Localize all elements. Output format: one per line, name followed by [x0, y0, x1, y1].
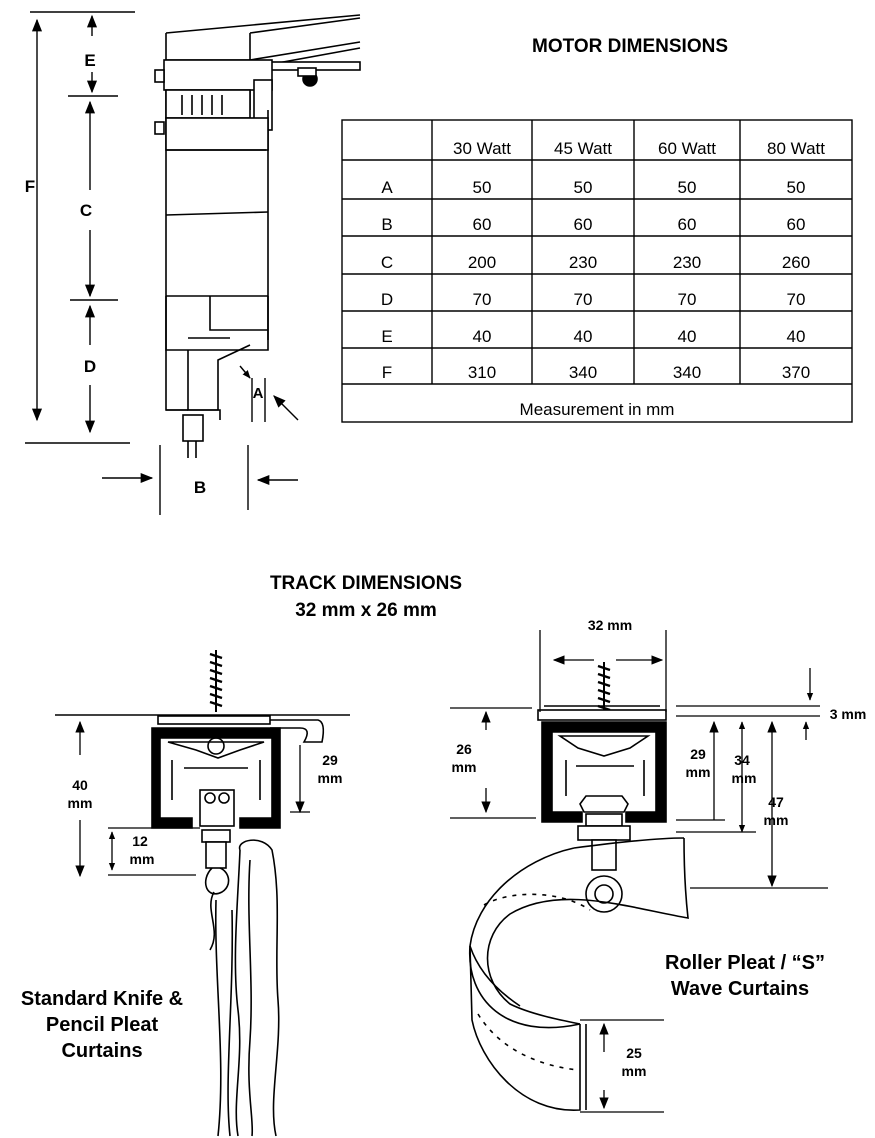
table-cell: 60 [574, 215, 593, 234]
table-cell: 340 [569, 363, 597, 382]
table-cell: 40 [473, 327, 492, 346]
left-height-12-number: 12 [132, 833, 148, 849]
left-height-12-unit: mm [130, 851, 155, 867]
left-caption-line-2: Pencil Pleat [46, 1014, 159, 1036]
table-cell: 230 [673, 253, 701, 272]
right-height-34-unit: mm [732, 770, 757, 786]
left-caption-line-3: Curtains [61, 1040, 142, 1062]
right-height-25-number: 25 [626, 1045, 642, 1061]
table-cell: 50 [473, 178, 492, 197]
motor-dimensions-table [341, 119, 853, 423]
left-caption-line-1: Standard Knife & [21, 988, 183, 1010]
left-height-40-number: 40 [72, 777, 88, 793]
label-d: D [84, 357, 96, 376]
right-height-47-unit: mm [764, 812, 789, 828]
left-track-drawing [55, 650, 350, 1137]
table-cell: 70 [574, 290, 593, 309]
label-b: B [194, 478, 206, 497]
left-height-40-unit: mm [68, 795, 93, 811]
table-cell: 60 [473, 215, 492, 234]
left-height-29-number: 29 [322, 752, 338, 768]
right-height-47-number: 47 [768, 794, 784, 810]
table-row-label: A [381, 178, 393, 197]
left-height-29-unit: mm [318, 770, 343, 786]
label-a: A [253, 385, 264, 402]
table-cell: 40 [678, 327, 697, 346]
table-cell: 70 [678, 290, 697, 309]
table-cell: 50 [678, 178, 697, 197]
table-cell: 260 [782, 253, 810, 272]
table-row-label: B [381, 215, 392, 234]
table-cell: 200 [468, 253, 496, 272]
table-header-cell: 30 Watt [453, 139, 511, 158]
table-cell: 40 [787, 327, 806, 346]
right-height-29-unit: mm [686, 764, 711, 780]
right-height-26-number: 26 [456, 741, 472, 757]
right-caption-line-1: Roller Pleat / “S” [665, 952, 825, 974]
table-cell: 70 [787, 290, 806, 309]
right-height-3: 3 mm [830, 706, 867, 722]
table-cell: 40 [574, 327, 593, 346]
label-c: C [80, 201, 92, 220]
right-caption-line-2: Wave Curtains [671, 978, 809, 1000]
table-cell: 310 [468, 363, 496, 382]
right-height-34-number: 34 [734, 752, 750, 768]
table-header-cell: 60 Watt [658, 139, 716, 158]
motor-dimensions-title: MOTOR DIMENSIONS [532, 36, 728, 57]
right-height-26-unit: mm [452, 759, 477, 775]
table-row-label: E [381, 327, 392, 346]
table-cell: 50 [787, 178, 806, 197]
table-cell: 230 [569, 253, 597, 272]
table-row-label: C [381, 253, 393, 272]
table-header-cell: 80 Watt [767, 139, 825, 158]
table-row-label: F [382, 363, 392, 382]
table-cell: 340 [673, 363, 701, 382]
right-track-drawing [469, 662, 689, 1111]
table-cell: 60 [787, 215, 806, 234]
table-row-label: D [381, 290, 393, 309]
label-f: F [25, 177, 35, 196]
table-header-cell: 45 Watt [554, 139, 612, 158]
table-cell: 70 [473, 290, 492, 309]
right-track-dimension-lines [450, 630, 828, 1113]
left-track-dimension-lines [75, 720, 310, 878]
table-cell: 370 [782, 363, 810, 382]
table-cell: 50 [574, 178, 593, 197]
label-e: E [84, 51, 95, 70]
track-dimensions-title: TRACK DIMENSIONS [270, 573, 462, 594]
table-cell: 60 [678, 215, 697, 234]
table-footer: Measurement in mm [520, 400, 675, 419]
right-height-25-unit: mm [622, 1063, 647, 1079]
right-height-29-number: 29 [690, 746, 706, 762]
motor-dimension-lines [25, 11, 299, 515]
track-dimensions-subtitle: 32 mm x 26 mm [295, 600, 437, 621]
right-width-32: 32 mm [588, 617, 632, 633]
motor-drawing [154, 14, 361, 458]
